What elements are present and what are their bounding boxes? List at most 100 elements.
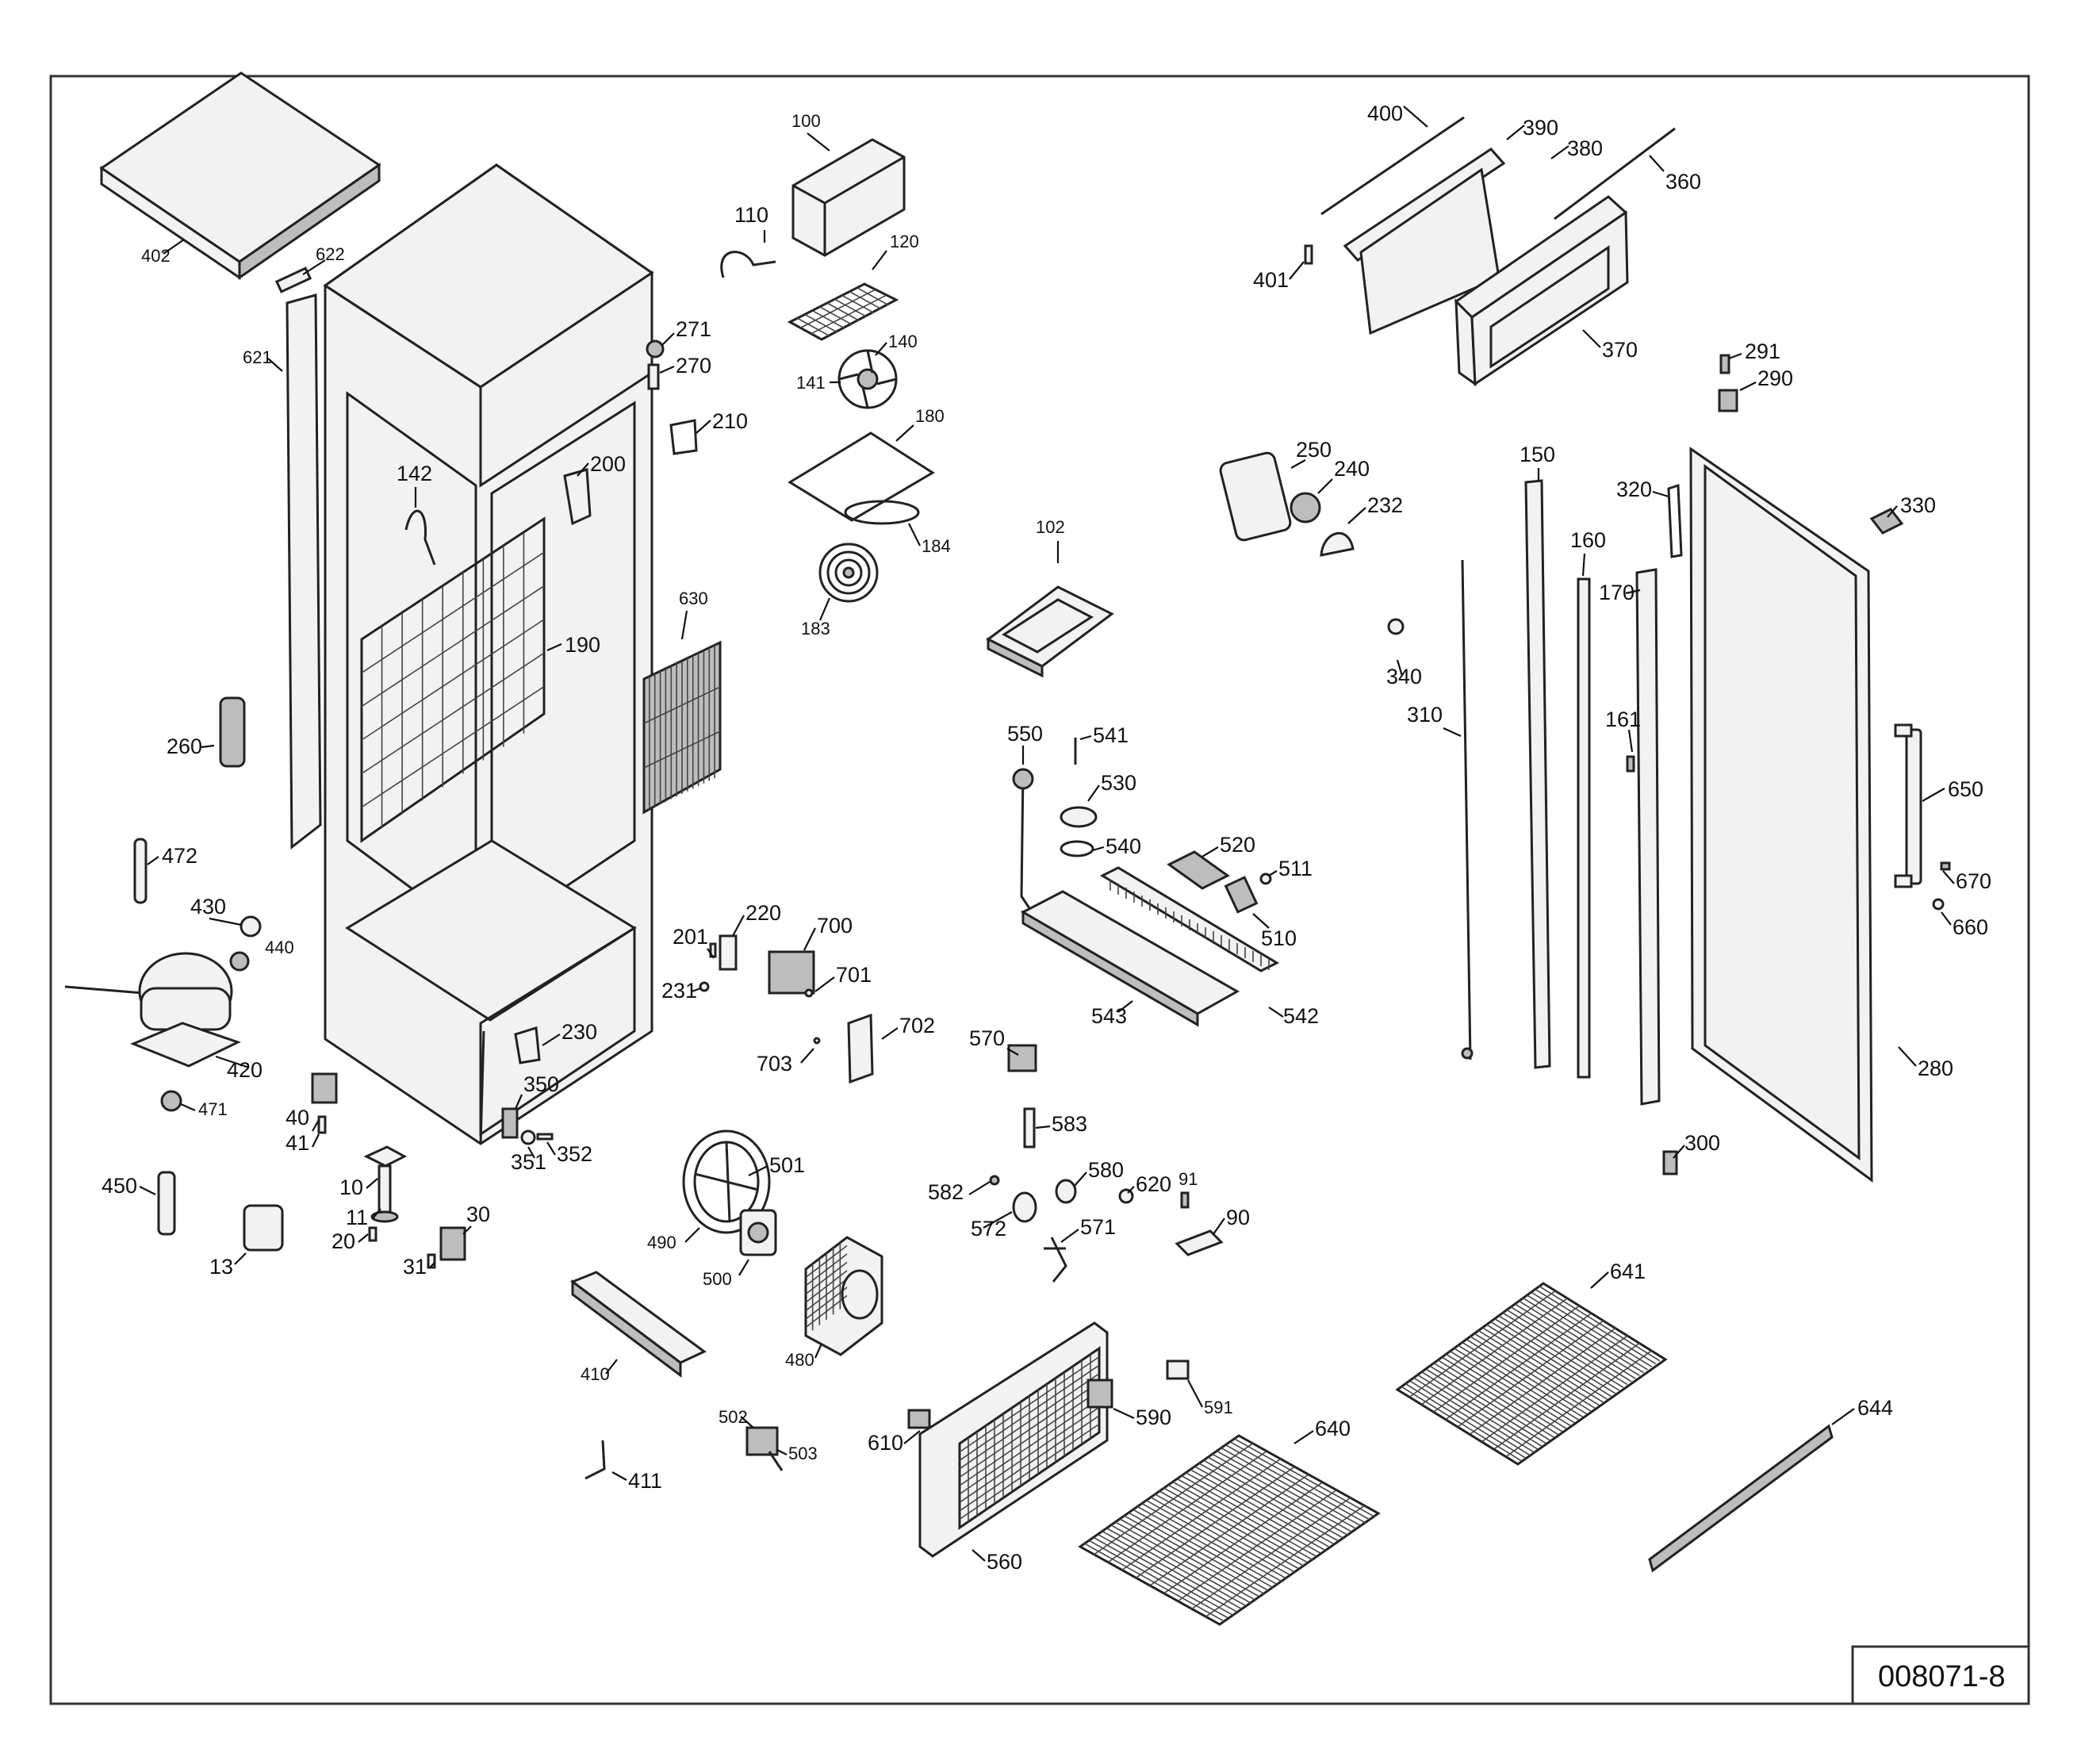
callout-541: 541 xyxy=(1093,723,1129,747)
part-490-fan-shroud xyxy=(682,1129,771,1234)
leader-line xyxy=(1213,1218,1225,1235)
callout-201: 201 xyxy=(673,925,708,949)
part-350-part xyxy=(501,1107,519,1139)
leader-line xyxy=(972,1549,986,1562)
leader-line xyxy=(163,239,185,255)
part-472-drier xyxy=(133,838,148,904)
part-290-hinge xyxy=(1718,389,1738,412)
part-90-plate xyxy=(1175,1229,1224,1256)
callout-401: 401 xyxy=(1253,268,1289,292)
part-703-pin xyxy=(813,1037,821,1045)
callout-180: 180 xyxy=(915,406,945,426)
callout-320: 320 xyxy=(1616,477,1652,501)
part-480-fan-unit xyxy=(804,1236,883,1356)
part-471-grommet xyxy=(160,1090,182,1112)
callout-480: 480 xyxy=(785,1350,814,1370)
part-622 xyxy=(274,267,312,293)
callout-650: 650 xyxy=(1948,777,1983,801)
callout-40: 40 xyxy=(286,1106,309,1129)
callout-610: 610 xyxy=(868,1431,903,1455)
callout-700: 700 xyxy=(817,914,853,938)
callout-621: 621 xyxy=(243,347,272,367)
leader-line xyxy=(215,1055,250,1069)
leader-line xyxy=(1317,478,1333,494)
leader-line xyxy=(1079,734,1092,741)
callout-250: 250 xyxy=(1296,438,1332,462)
callout-402: 402 xyxy=(141,246,171,266)
leader-line xyxy=(366,1178,378,1189)
part-330-cap xyxy=(1869,508,1904,535)
leader-line xyxy=(1201,846,1219,857)
leader-line xyxy=(302,259,326,275)
part-320-gasket xyxy=(1667,483,1683,558)
part-540-washer xyxy=(1060,840,1094,857)
callout-390: 390 xyxy=(1523,116,1558,140)
callout-500: 500 xyxy=(703,1269,732,1289)
callout-270: 270 xyxy=(676,354,711,378)
callout-380: 380 xyxy=(1567,136,1603,160)
part-420-compressor xyxy=(64,952,241,1068)
leader-line xyxy=(1293,1430,1314,1444)
callout-640: 640 xyxy=(1315,1417,1351,1440)
callout-440: 440 xyxy=(265,938,294,957)
callout-290: 290 xyxy=(1757,366,1793,390)
leader-line xyxy=(1831,1408,1855,1425)
part-352-screw xyxy=(536,1133,554,1141)
leader-line xyxy=(1252,913,1270,929)
callout-190: 190 xyxy=(565,633,600,657)
part-621-side-rail xyxy=(286,293,322,850)
callout-142: 142 xyxy=(397,462,432,485)
callout-leaders xyxy=(139,105,1955,1562)
leader-line xyxy=(1073,1172,1087,1187)
drawing-frame xyxy=(49,75,2030,1705)
leader-line xyxy=(1289,261,1305,280)
part-520-switch xyxy=(1167,850,1230,890)
leader-line xyxy=(542,1033,561,1046)
callout-13: 13 xyxy=(209,1255,233,1279)
part-300-pin xyxy=(1662,1150,1678,1175)
callout-630: 630 xyxy=(679,589,708,608)
part-110-hose xyxy=(720,251,776,278)
leader-line xyxy=(1060,1229,1079,1243)
leader-line xyxy=(661,332,675,347)
part-670-screw xyxy=(1940,861,1951,871)
callout-411: 411 xyxy=(628,1469,662,1493)
part-280-door xyxy=(1689,447,1873,1183)
callout-530: 530 xyxy=(1101,771,1136,795)
part-360-strip xyxy=(1554,127,1676,220)
callout-622: 622 xyxy=(316,244,345,264)
leader-line xyxy=(659,365,675,374)
part-161-screw xyxy=(1626,755,1635,773)
leader-line xyxy=(881,1027,899,1040)
callout-230: 230 xyxy=(561,1020,597,1044)
leader-line xyxy=(180,1102,196,1112)
part-620-plug xyxy=(1118,1188,1134,1204)
leader-line xyxy=(546,642,562,652)
callout-110: 110 xyxy=(734,203,768,227)
leader-line xyxy=(680,610,688,640)
part-160-rail xyxy=(1577,577,1591,1079)
callout-400: 400 xyxy=(1367,102,1403,125)
leader-line xyxy=(1290,459,1306,469)
part-260-insert xyxy=(219,696,246,768)
callout-542: 542 xyxy=(1283,1004,1319,1028)
callout-30: 30 xyxy=(466,1202,490,1226)
leader-line xyxy=(1113,1408,1135,1419)
leader-line xyxy=(908,523,921,546)
drawing-number: 008071-8 xyxy=(1878,1660,2006,1693)
callout-591: 591 xyxy=(1204,1398,1233,1417)
leader-line xyxy=(234,1252,247,1265)
leader-line xyxy=(1127,1186,1135,1194)
leader-line xyxy=(696,420,711,434)
leader-line xyxy=(803,927,816,951)
part-30-caster xyxy=(439,1226,466,1261)
leader-line xyxy=(605,1359,618,1375)
callout-540: 540 xyxy=(1106,834,1141,858)
callout-352: 352 xyxy=(557,1142,592,1166)
callout-571: 571 xyxy=(1080,1215,1116,1239)
callout-300: 300 xyxy=(1684,1131,1720,1155)
leader-line xyxy=(1117,1000,1133,1013)
part-183-fan-grille xyxy=(818,543,879,603)
callout-271: 271 xyxy=(676,317,711,341)
